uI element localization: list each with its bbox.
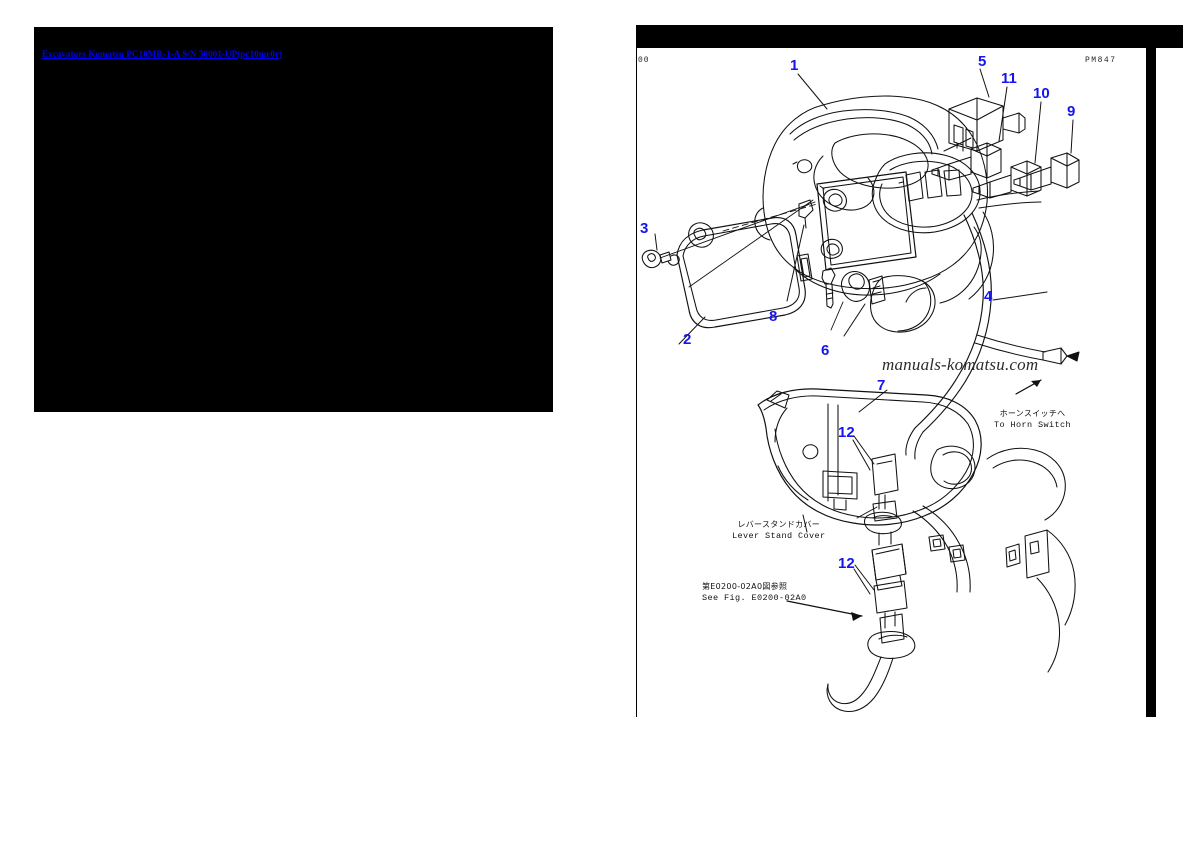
pin-8 [798, 199, 814, 229]
frame-right-bar [1146, 48, 1156, 717]
lever-stand-assembly-drawing [641, 68, 1080, 712]
lever-stand-cover-7 [757, 388, 982, 593]
ignition-switch-6 [821, 267, 936, 333]
callout-4: 4 [984, 288, 993, 305]
callout-5: 5 [978, 53, 987, 70]
frame-top-bar [636, 25, 1183, 48]
callout-1: 1 [790, 57, 799, 74]
clip-3 [641, 249, 680, 269]
callout-9: 9 [1067, 103, 1076, 120]
sheet-code: 00 [638, 56, 650, 65]
see-figure-reference-label-jp: 第E0200-02A0図参照 [702, 582, 788, 591]
connector-9 [1013, 152, 1080, 191]
callout-7: 7 [877, 377, 886, 394]
switch-12-upper [864, 453, 902, 546]
connector-10 [972, 160, 1042, 199]
figure-code: PM847 [1085, 56, 1117, 65]
lever-stand-cover-label-en: Lever Stand Cover [732, 530, 826, 541]
to-horn-switch-label-jp: ホーンスイッチへ [999, 409, 1066, 418]
callout-6: 6 [821, 342, 830, 359]
see-figure-reference-label: 第E0200-02A0図参照 See Fig. E0200-02A0 [702, 582, 807, 604]
frame-left-line [636, 48, 637, 717]
callout-11: 11 [1001, 70, 1017, 87]
lever-stand-cover-label: レバースタンドカバー Lever Stand Cover [732, 520, 826, 542]
callout-10: 10 [1033, 85, 1050, 102]
connector-11 [931, 142, 1002, 181]
relay-blocks-12-lower [826, 543, 916, 712]
see-figure-reference-label-en: See Fig. E0200-02A0 [702, 592, 807, 603]
callout-3: 3 [640, 220, 649, 237]
callout-12-lower: 12 [838, 555, 855, 572]
lever-stand-cover-label-jp: レバースタンドカバー [737, 520, 821, 529]
harness-4 [905, 212, 992, 460]
callout-2: 2 [683, 331, 692, 348]
thumbnail-placeholder: Excavators Komatsu PC10MR-1-A S/N 30001-… [34, 27, 553, 412]
console-body [754, 95, 994, 304]
site-watermark: manuals-komatsu.com [882, 355, 1039, 374]
callout-8: 8 [769, 308, 778, 325]
right-side-bracket [986, 447, 1076, 673]
catalog-title-link[interactable]: Excavators Komatsu PC10MR-1-A S/N 30001-… [42, 49, 283, 59]
to-horn-switch-label-en: To Horn Switch [994, 419, 1072, 430]
to-horn-switch-label: ホーンスイッチへ To Horn Switch [994, 409, 1071, 431]
callout-12-upper: 12 [838, 424, 855, 441]
parts-drawing-panel: 00 PM847 [627, 12, 1183, 724]
cover-plate-2 [676, 217, 813, 329]
